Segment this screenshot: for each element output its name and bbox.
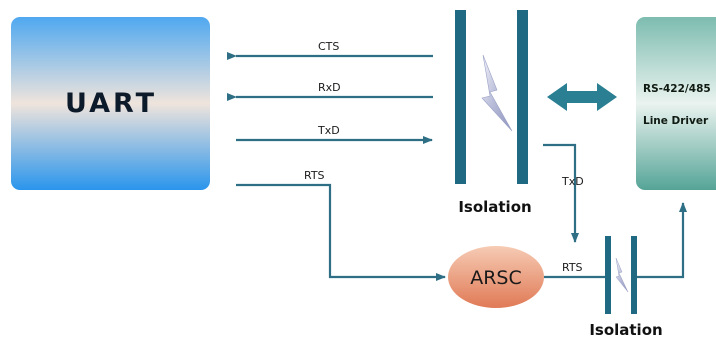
small-isolation-label: Isolation [589,321,662,339]
driver-line1: RS-422/485 [643,83,711,95]
driver-feed-line [637,202,687,279]
main-isolation-label: Isolation [458,198,531,216]
line-driver-block: RS-422/485 Line Driver [636,17,716,190]
bidirectional-arrow-icon [547,83,617,111]
lightning-bolt-icon [481,54,513,132]
rxd-label: RxD [318,81,341,94]
arsc-block: ARSC [448,246,544,308]
main-isolation-barrier: Isolation [455,10,532,216]
txd-label: TxD [317,124,340,137]
rts-label: RTS [304,169,325,182]
cts-label: CTS [318,40,339,53]
rts-arsc-signal: RTS [544,261,605,279]
txd-down-label: TxD [561,175,584,188]
small-isolation-barrier: Isolation [589,236,663,339]
rts-arsc-label: RTS [562,261,583,274]
txd-down-signal: TxD [543,143,584,243]
cts-signal: CTS [227,40,433,60]
txd-signal: TxD [236,124,433,144]
arsc-label: ARSC [470,267,522,289]
rts-signal: RTS [236,169,446,281]
uart-block: UART [11,17,210,190]
uart-label: UART [65,88,157,119]
rxd-signal: RxD [227,81,433,101]
small-lightning-bolt-icon [615,257,629,293]
driver-line2: Line Driver [643,115,709,127]
